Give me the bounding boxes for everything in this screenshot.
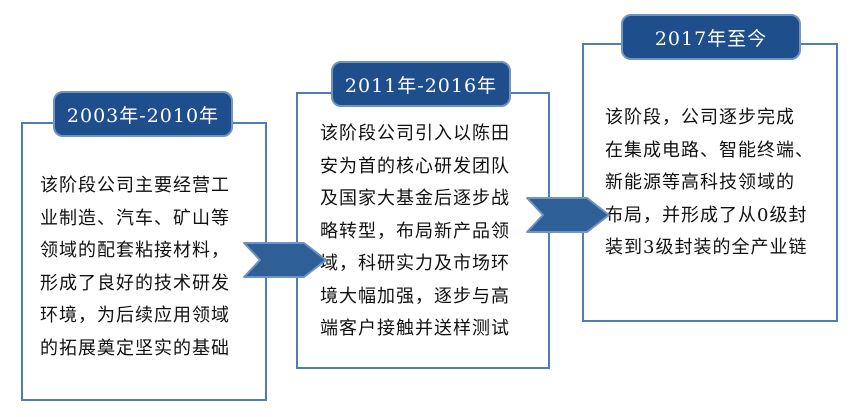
stage-1-box bbox=[21, 122, 267, 401]
stage-1-to-2-arrow-icon bbox=[243, 242, 327, 278]
stage-2-period-tab: 2011年-2016年 bbox=[331, 61, 511, 107]
stage-2-description: 该阶段公司引入以陈田 安为首的核心研发团队 及国家大基金后逐步战 略转型，布局新… bbox=[320, 123, 510, 339]
stage-3-period-tab: 2017年至今 bbox=[621, 14, 801, 60]
stage-3-box bbox=[582, 43, 838, 322]
stage-1-description: 该阶段公司主要经营工 业制造、汽车、矿山等 领域的配套粘接材料， 形成了良好的技… bbox=[40, 175, 230, 359]
stage-2-to-3-arrow-icon bbox=[526, 197, 610, 233]
stage-2-box bbox=[296, 92, 550, 369]
stage-3-description: 该阶段，公司逐步完成 在集成电路、智能终端、 新能源等高科技领域的 布局，并形成… bbox=[605, 107, 814, 258]
stage-1-period-tab: 2003年-2010年 bbox=[53, 91, 233, 137]
